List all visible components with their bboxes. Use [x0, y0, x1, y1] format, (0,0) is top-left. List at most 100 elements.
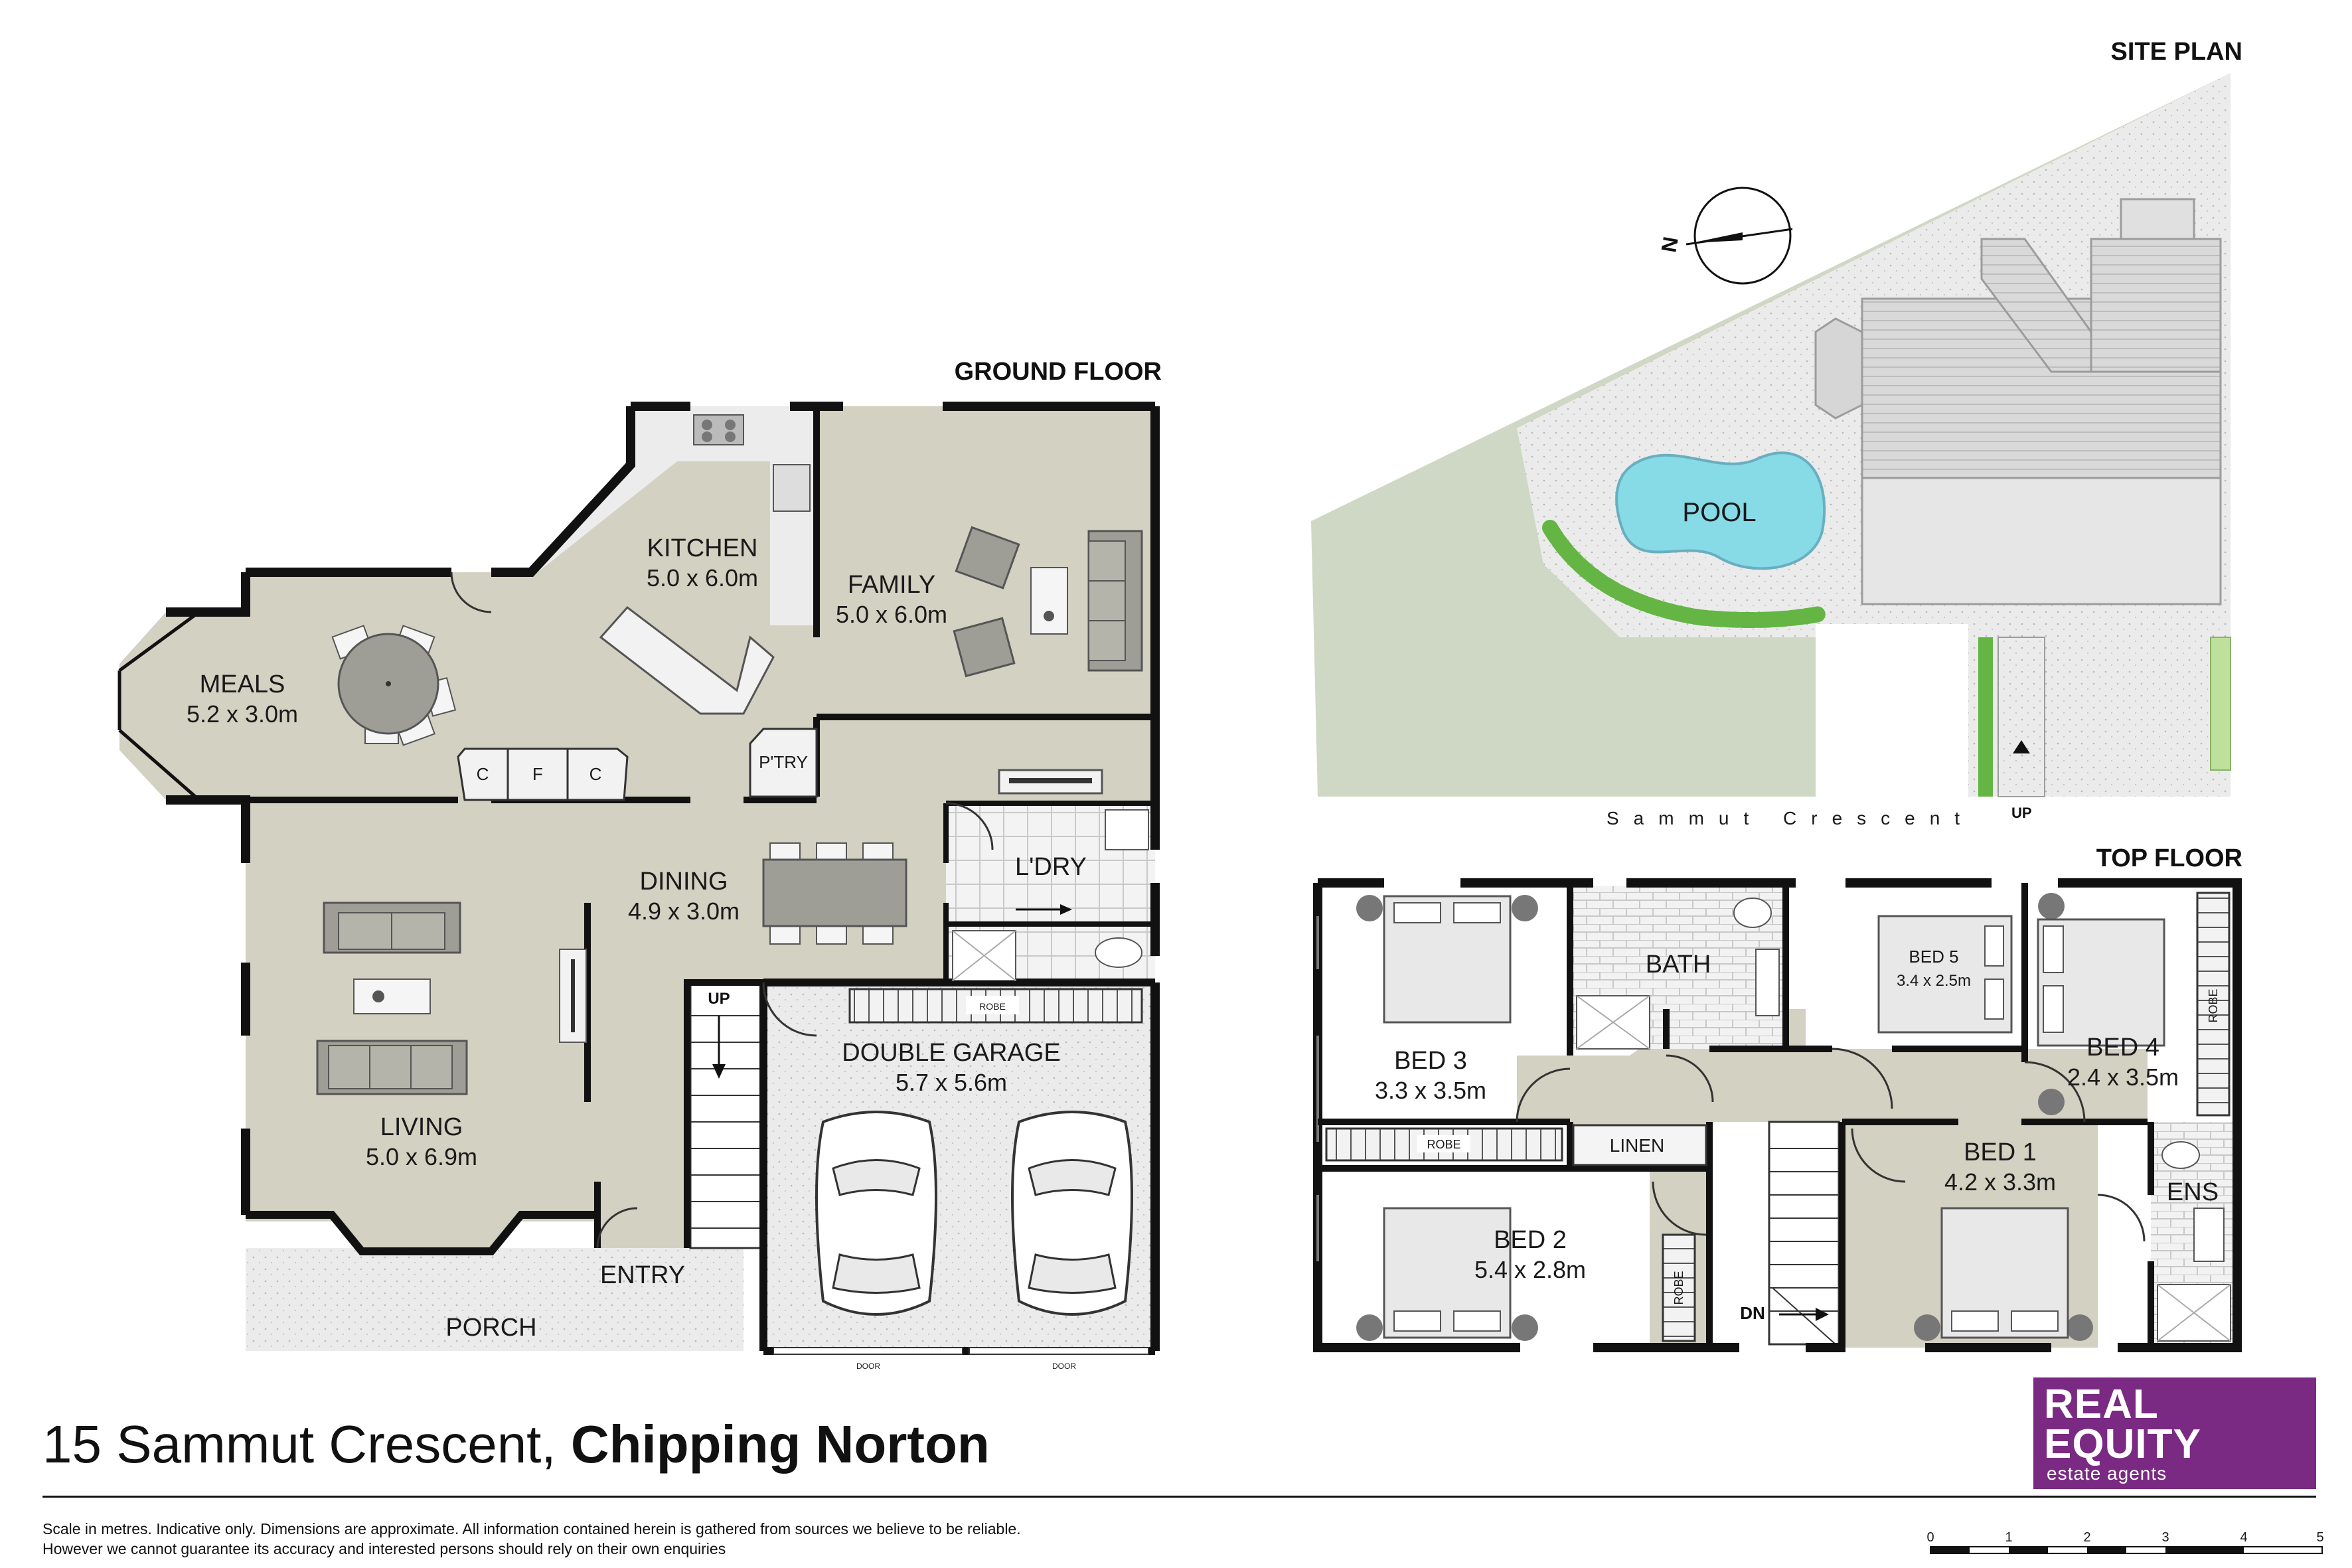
bed1-bed-icon [1914, 1207, 2093, 1341]
cupboard-c2: C [589, 764, 602, 784]
living-label: LIVING [380, 1113, 463, 1141]
armchair-icon [955, 526, 1020, 589]
porch-label: PORCH [445, 1314, 536, 1342]
wall-bed5 [1782, 883, 2028, 1052]
north-label: N [1656, 235, 1682, 254]
coffee-table-icon [1030, 567, 1068, 635]
cooktop-icon [693, 414, 744, 445]
scale-tick-4: 4 [2240, 1530, 2247, 1545]
top-stair-arrow-icon [1816, 1308, 1829, 1321]
footer-divider [42, 1496, 2316, 1498]
pool-label: POOL [1682, 498, 1756, 527]
site-plan-header: SITE PLAN [2111, 38, 2242, 66]
front-path [1998, 637, 2045, 797]
bed4-robe-label: ROBE [2207, 988, 2220, 1022]
garage-robe-label: ROBE [979, 1001, 1006, 1012]
living-sofa-icon [323, 902, 461, 954]
scale-tick-3: 3 [2161, 1530, 2169, 1545]
bed5-label: BED 5 [1909, 947, 1958, 967]
kitchen-label: KITCHEN [647, 534, 758, 562]
logo-line-2: EQUITY [2044, 1421, 2201, 1467]
bed5-dim: 3.4 x 2.5m [1897, 972, 1971, 990]
meals-dim: 5.2 x 3.0m [187, 700, 298, 728]
ens-label: ENS [2167, 1178, 2219, 1206]
cupboard-unit [457, 747, 629, 801]
house-bay-roof [1814, 317, 1863, 420]
laundry-arrow-icon [1060, 904, 1072, 915]
ground-stairs-label: UP [708, 990, 730, 1008]
bed3-label: BED 3 [1394, 1047, 1467, 1075]
living-sofa-icon-2 [316, 1040, 468, 1095]
door-bed2 [1652, 1181, 1707, 1236]
wall-meals-window [118, 610, 200, 801]
wall-laundry [943, 801, 1155, 982]
door-ensuite [2097, 1194, 2146, 1242]
bath-toilet-icon [1733, 898, 1772, 928]
kitchen-dim: 5.0 x 6.0m [647, 564, 758, 591]
top-exterior-walls [1313, 878, 2242, 1352]
house-roof-lower [1861, 477, 2222, 605]
bed2-bed-icon [1356, 1207, 1538, 1341]
door-entry [596, 1207, 638, 1249]
door-garage [762, 982, 817, 1037]
ground-floor-header: GROUND FLOOR [955, 358, 1162, 386]
living-dim: 5.0 x 6.9m [366, 1143, 477, 1170]
bed1-label: BED 1 [1964, 1138, 2037, 1166]
bed2-label: BED 2 [1494, 1226, 1567, 1254]
entry-label: ENTRY [600, 1261, 685, 1289]
linen-label: LINEN [1610, 1135, 1664, 1156]
path-garden [1978, 637, 1993, 797]
pool [1615, 451, 1826, 570]
bed2-robe [1662, 1233, 1696, 1342]
pantry [749, 728, 818, 798]
top-stairs [1768, 1121, 1840, 1346]
dining-table-icon [762, 842, 907, 945]
bath-label: BATH [1646, 951, 1711, 979]
garage-robe-label-bg [966, 996, 1019, 1014]
door-bath [1666, 1054, 1714, 1103]
garage-door-2 [969, 1347, 1149, 1355]
garage-label: DOUBLE GARAGE [842, 1039, 1060, 1067]
door-meals [450, 572, 492, 613]
scale-tick-0: 0 [1926, 1530, 1934, 1545]
car-icon [815, 1111, 937, 1316]
house-roof-chimney [2120, 198, 2195, 240]
garage-dim: 5.7 x 5.6m [896, 1069, 1007, 1096]
door-laundry [945, 802, 994, 850]
scale-tick-2: 2 [2083, 1530, 2090, 1545]
logo-line-1: REAL [2044, 1381, 2159, 1427]
bed5-bed-icon [1877, 915, 2013, 1034]
disclaimer-text: Scale in metres. Indicative only. Dimens… [42, 1520, 1021, 1557]
sink-icon [773, 464, 811, 512]
car-icon-2 [1011, 1111, 1133, 1316]
kitchen-island [599, 605, 775, 715]
wall-bed3 [1318, 883, 1573, 1168]
bed1-dim: 4.2 x 3.3m [1944, 1168, 2056, 1196]
property-address: 15 Sammut Crescent, Chipping Norton [42, 1414, 990, 1475]
stair-treads [690, 1015, 763, 1229]
pantry-label: P'TRY [759, 752, 808, 772]
ens-toilet-icon [2161, 1141, 2200, 1169]
toilet-icon [1095, 937, 1142, 968]
scale-tick-5: 5 [2316, 1530, 2323, 1545]
house-roof-garage [2090, 238, 2222, 373]
ground-floor-plan: ROBE C F C P'TRY [118, 402, 1160, 1371]
dining-dim: 4.9 x 3.0m [628, 898, 740, 925]
top-floor-plan: ROBE ROBE ROBE [1313, 878, 2242, 1352]
stair-arrow-icon [712, 1064, 726, 1079]
wall-entry [594, 979, 763, 1248]
door-bed3 [1516, 1067, 1571, 1123]
cupboard-f: F [532, 764, 543, 784]
dining-label: DINING [640, 868, 728, 896]
garage-door-label-1: DOOR [856, 1362, 880, 1371]
logo-line-3: estate agents [2047, 1463, 2167, 1484]
bed2-dim: 5.4 x 2.8m [1474, 1256, 1586, 1283]
wall-kitchen-nw [518, 406, 635, 577]
family-dim: 5.0 x 6.0m [836, 601, 947, 628]
meals-label: MEALS [200, 670, 285, 698]
bed3-robe-label: ROBE [1427, 1138, 1460, 1151]
family-sofa-icon [1087, 530, 1143, 672]
ground-stairs [689, 981, 765, 1249]
top-stairs-label: DN [1740, 1303, 1765, 1323]
